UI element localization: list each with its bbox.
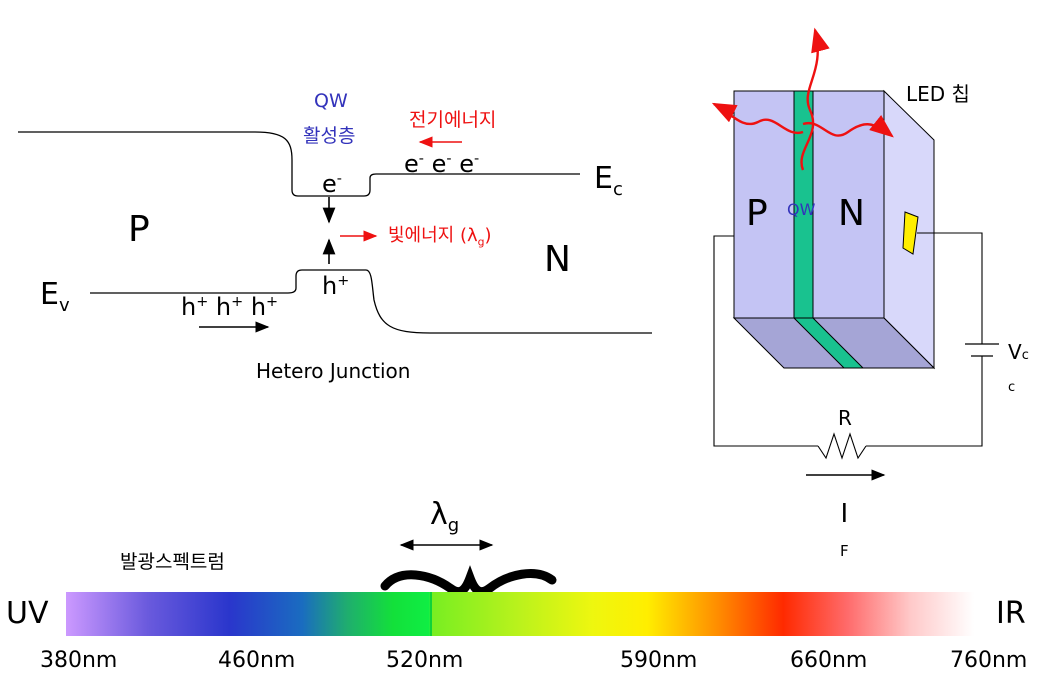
p-region-label: P: [128, 209, 150, 250]
contact-pad: [902, 211, 919, 255]
hetero-junction-caption: Hetero Junction: [256, 359, 411, 383]
circuit-wire: [713, 232, 983, 447]
chip-n-label: N: [838, 193, 865, 234]
tick-590: 590nm: [620, 648, 698, 673]
well-hole: h+: [322, 272, 350, 300]
tick-660: 660nm: [790, 648, 868, 673]
light-energy-label: 빛에너지 (λg): [388, 225, 492, 249]
electrons-row: e- e- e-: [404, 150, 480, 178]
chip-p-label: P: [746, 193, 768, 234]
spectrum-lambda-g: λg: [430, 497, 460, 536]
chip-qw-label: QW: [787, 200, 816, 219]
color-spectrum-bar: [66, 592, 974, 636]
valence-band-label: Ev: [40, 277, 70, 316]
electric-energy-label: 전기에너지: [409, 109, 497, 131]
photon-arrow-left: [711, 102, 804, 135]
wavelength-brace: [380, 565, 557, 597]
tick-380: 380nm: [40, 648, 118, 673]
well-electron: e-: [322, 170, 342, 198]
resistor-label: R: [838, 406, 852, 430]
conduction-band-label: Ec: [594, 161, 623, 200]
uv-label: UV: [6, 596, 49, 631]
qw-stripe-bottom: [792, 317, 865, 369]
valence-band-line: [90, 269, 652, 334]
led-chip-title: LED 칩: [906, 82, 970, 106]
n-region-label: N: [544, 239, 571, 280]
resistor-zigzag: [817, 432, 867, 460]
conduction-band-line: [18, 131, 580, 197]
tick-520: 520nm: [386, 648, 464, 673]
photon-arrow-right: [802, 115, 894, 138]
holes-row: h+ h+ h+: [181, 293, 279, 321]
tick-460: 460nm: [218, 648, 296, 673]
photon-arrow-up: [800, 27, 830, 171]
active-layer-label: 활성층: [303, 125, 356, 147]
qw-label: QW: [314, 90, 348, 112]
ir-label: IR: [996, 596, 1026, 631]
tick-760: 760nm: [950, 648, 1028, 673]
spectrum-title: 발광스펙트럼: [120, 551, 225, 573]
